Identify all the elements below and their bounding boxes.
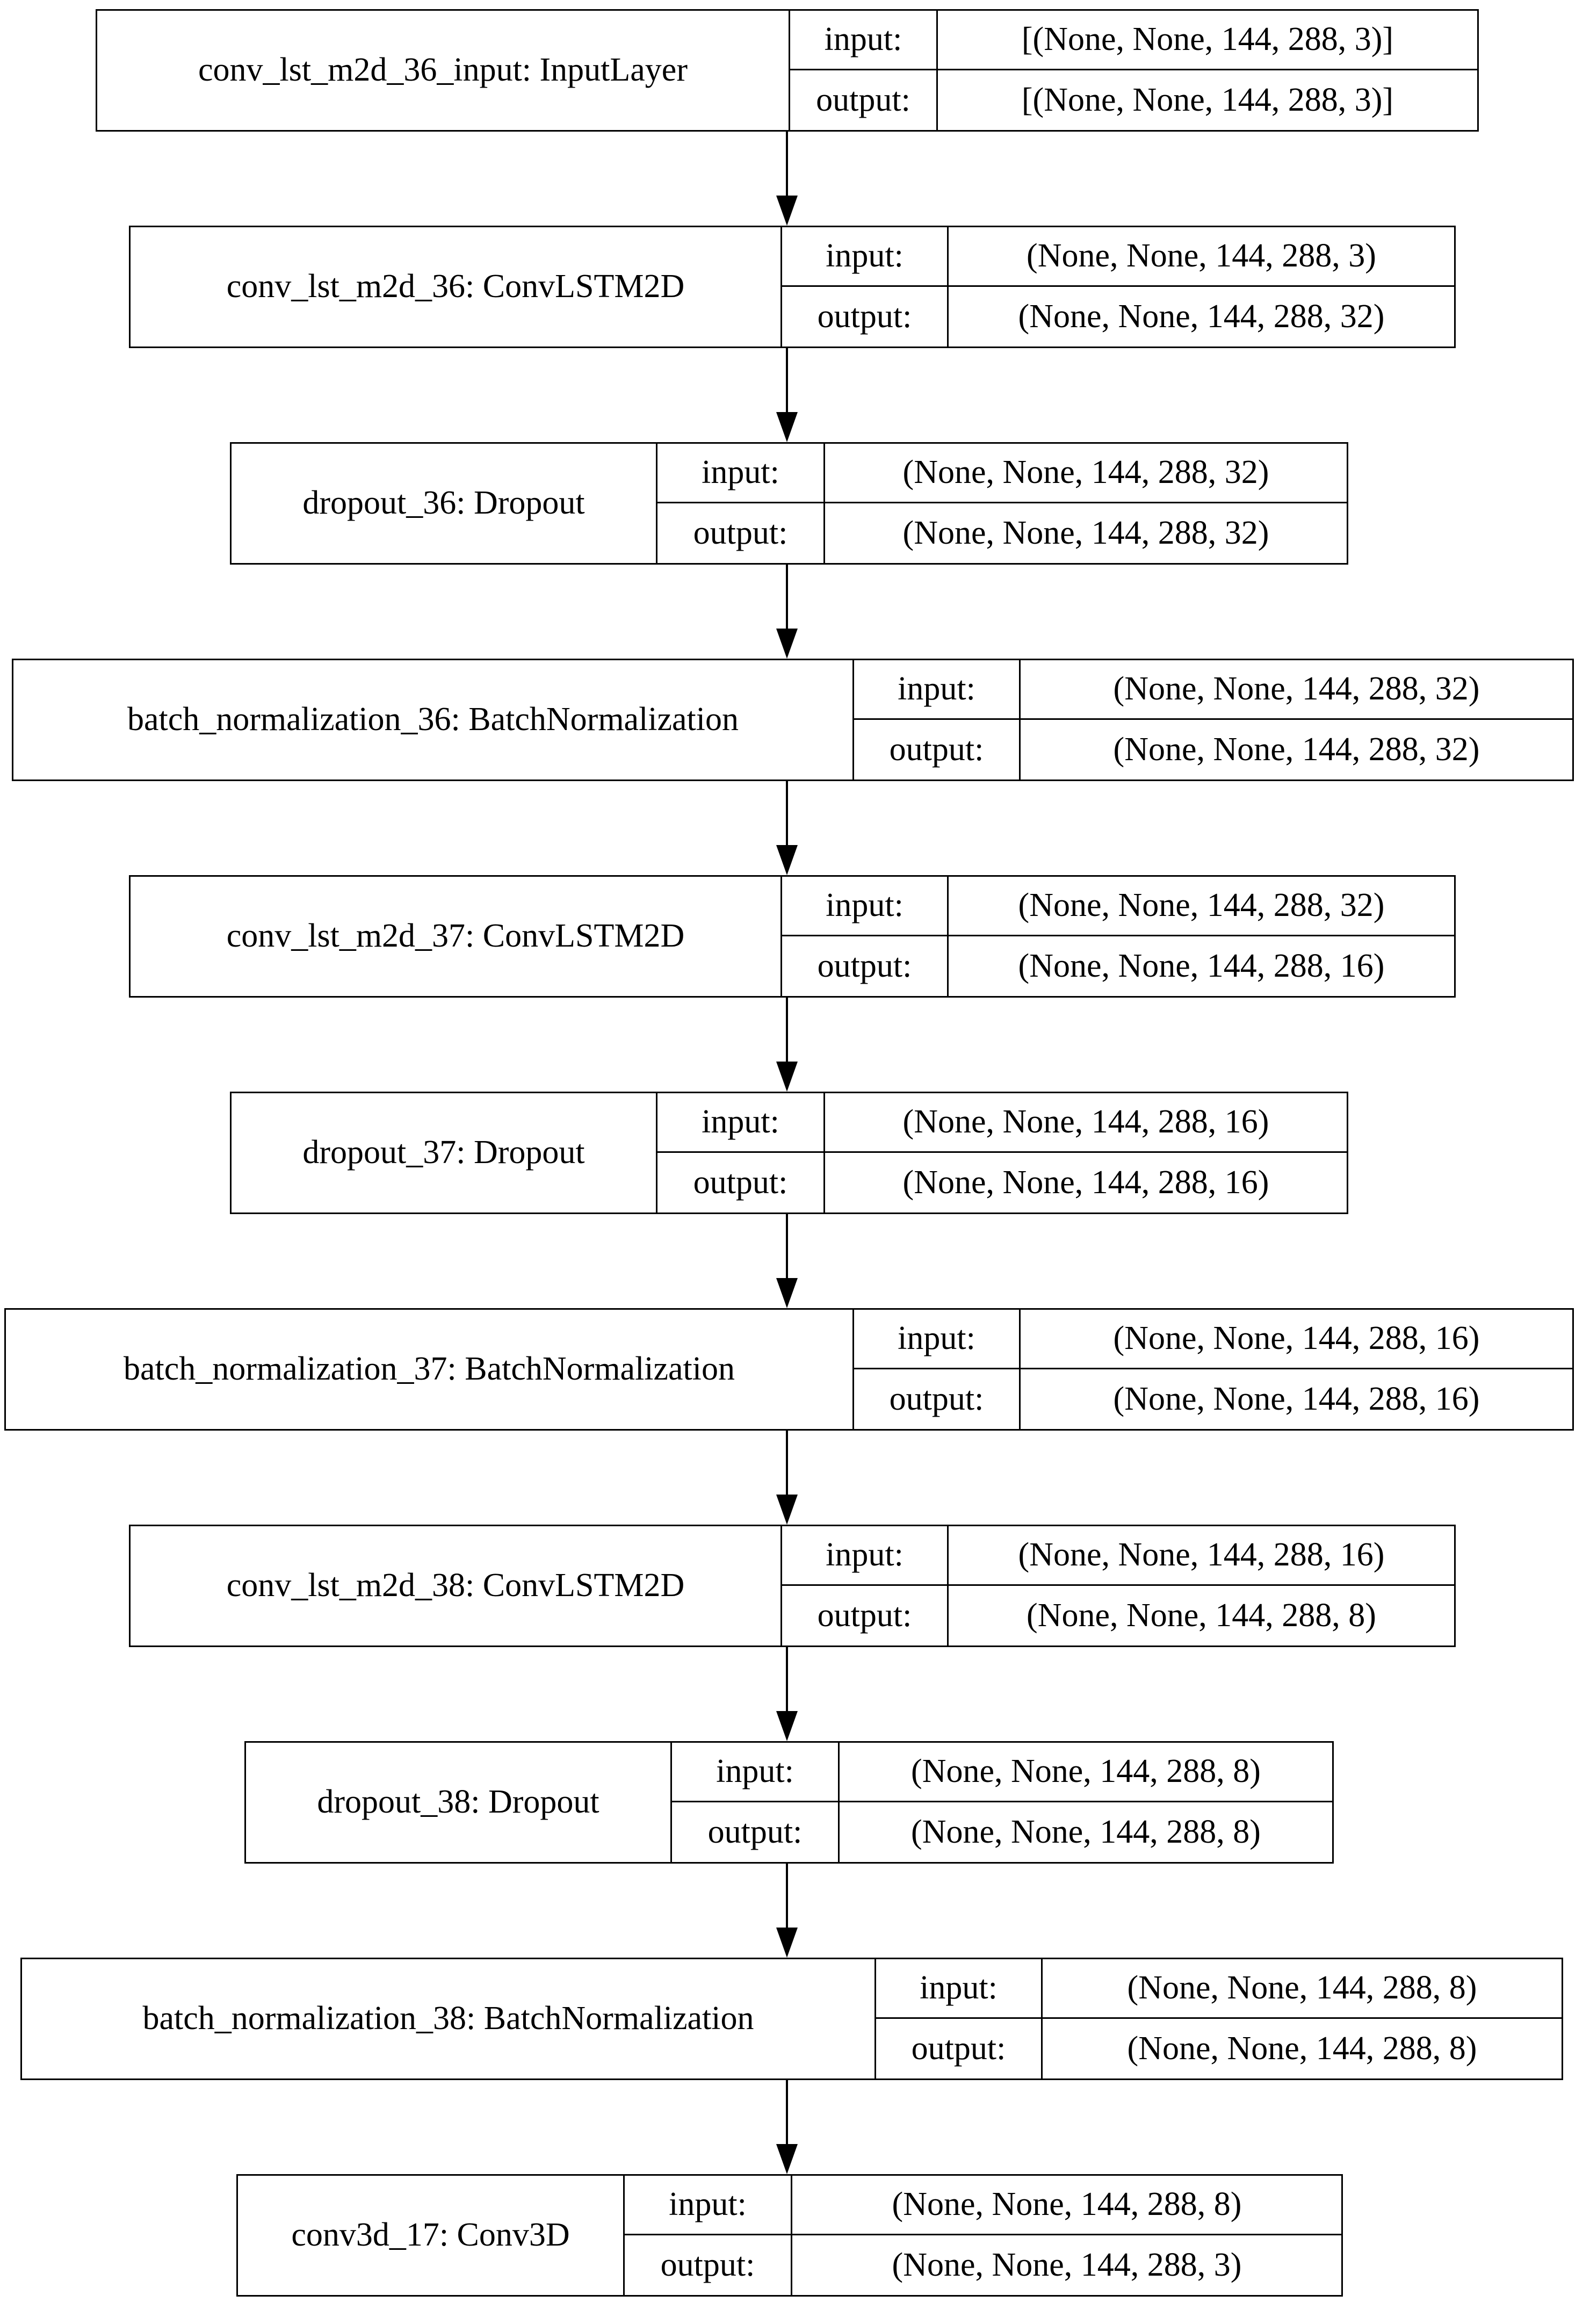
input-label: input: (782, 877, 949, 935)
layer-output-row: output: (None, None, 144, 288, 8) (672, 1802, 1332, 1862)
input-shape-value: [(None, None, 144, 288, 3)] (1021, 21, 1394, 58)
input-shape-value: (None, None, 144, 288, 16) (1018, 1536, 1385, 1574)
layer-output-row: output: (None, None, 144, 288, 8) (782, 1586, 1454, 1645)
output-shape-value: (None, None, 144, 288, 8) (1127, 2030, 1477, 2067)
layer-name-label: batch_normalization_38: BatchNormalizati… (22, 1959, 876, 2078)
layer-io-table: input: (None, None, 144, 288, 16) output… (854, 1310, 1572, 1429)
output-label: output: (782, 287, 949, 347)
layer-io-table: input: (None, None, 144, 288, 3) output:… (782, 227, 1454, 347)
layer-io-table: input: (None, None, 144, 288, 8) output:… (625, 2176, 1341, 2295)
input-shape-value: (None, None, 144, 288, 16) (902, 1103, 1269, 1141)
layer-node-batch-normalization-38[interactable]: batch_normalization_38: BatchNormalizati… (20, 1958, 1563, 2080)
output-label: output: (657, 1153, 825, 1212)
layer-io-table: input: (None, None, 144, 288, 8) output:… (672, 1743, 1332, 1862)
output-shape-value: (None, None, 144, 288, 8) (1027, 1597, 1376, 1634)
layer-io-table: input: (None, None, 144, 288, 32) output… (657, 444, 1347, 563)
layer-output-row: output: (None, None, 144, 288, 32) (782, 287, 1454, 347)
output-label: output: (790, 70, 938, 130)
output-shape-value: (None, None, 144, 288, 16) (902, 1164, 1269, 1201)
layer-io-table: input: (None, None, 144, 288, 16) output… (782, 1526, 1454, 1645)
output-label: output: (782, 1586, 949, 1645)
layer-node-dropout-36[interactable]: dropout_36: Dropout input: (None, None, … (230, 442, 1348, 565)
layer-input-row: input: [(None, None, 144, 288, 3)] (790, 11, 1477, 70)
output-label: output: (625, 2235, 792, 2295)
layer-name-label: batch_normalization_36: BatchNormalizati… (13, 660, 854, 780)
layer-output-row: output: (None, None, 144, 288, 16) (782, 936, 1454, 996)
layer-output-row: output: (None, None, 144, 288, 32) (854, 720, 1572, 780)
input-label: input: (657, 1093, 825, 1151)
input-shape-value: (None, None, 144, 288, 32) (902, 454, 1269, 491)
input-shape-value: (None, None, 144, 288, 8) (911, 1753, 1261, 1790)
output-label: output: (672, 1802, 840, 1862)
layer-input-row: input: (None, None, 144, 288, 16) (854, 1310, 1572, 1369)
layer-input-row: input: (None, None, 144, 288, 32) (782, 877, 1454, 936)
layer-io-table: input: (None, None, 144, 288, 8) output:… (876, 1959, 1562, 2078)
layer-name-label: conv_lst_m2d_38: ConvLSTM2D (131, 1526, 782, 1645)
output-label: output: (657, 503, 825, 563)
layer-input-row: input: (None, None, 144, 288, 3) (782, 227, 1454, 287)
layer-io-table: input: (None, None, 144, 288, 16) output… (657, 1093, 1347, 1212)
layer-output-row: output: (None, None, 144, 288, 8) (876, 2019, 1562, 2078)
input-label: input: (782, 227, 949, 285)
layer-output-row: output: (None, None, 144, 288, 32) (657, 503, 1347, 563)
output-shape-value: (None, None, 144, 288, 16) (1113, 1380, 1480, 1417)
output-label: output: (782, 936, 949, 996)
input-label: input: (782, 1526, 949, 1584)
output-shape-value: (None, None, 144, 288, 8) (911, 1813, 1261, 1850)
output-label: output: (854, 1369, 1021, 1429)
output-shape-value: [(None, None, 144, 288, 3)] (1021, 81, 1394, 118)
input-shape-value: (None, None, 144, 288, 32) (1018, 887, 1385, 924)
layer-output-row: output: [(None, None, 144, 288, 3)] (790, 70, 1477, 130)
input-label: input: (657, 444, 825, 502)
input-shape-value: (None, None, 144, 288, 3) (1027, 237, 1376, 275)
input-label: input: (854, 660, 1021, 718)
layer-input-row: input: (None, None, 144, 288, 16) (782, 1526, 1454, 1586)
layer-input-row: input: (None, None, 144, 288, 16) (657, 1093, 1347, 1153)
layer-node-conv3d-17[interactable]: conv3d_17: Conv3D input: (None, None, 14… (236, 2174, 1343, 2297)
layer-output-row: output: (None, None, 144, 288, 16) (854, 1369, 1572, 1429)
output-shape-value: (None, None, 144, 288, 32) (1113, 731, 1480, 768)
input-label: input: (625, 2176, 792, 2234)
input-shape-value: (None, None, 144, 288, 16) (1113, 1320, 1480, 1357)
output-shape-value: (None, None, 144, 288, 16) (1018, 947, 1385, 984)
layer-output-row: output: (None, None, 144, 288, 16) (657, 1153, 1347, 1212)
output-shape-value: (None, None, 144, 288, 32) (1018, 298, 1385, 335)
input-label: input: (854, 1310, 1021, 1368)
output-label: output: (854, 720, 1021, 780)
layer-node-batch-normalization-36[interactable]: batch_normalization_36: BatchNormalizati… (12, 659, 1574, 781)
input-label: input: (672, 1743, 840, 1801)
input-label: input: (790, 11, 938, 69)
layer-input-row: input: (None, None, 144, 288, 8) (625, 2176, 1341, 2235)
output-shape-value: (None, None, 144, 288, 32) (902, 514, 1269, 551)
input-shape-value: (None, None, 144, 288, 32) (1113, 670, 1480, 708)
layer-node-conv-lst-m2d-36-input[interactable]: conv_lst_m2d_36_input: InputLayer input:… (96, 9, 1479, 132)
layer-name-label: conv_lst_m2d_37: ConvLSTM2D (131, 877, 782, 996)
input-shape-value: (None, None, 144, 288, 8) (1127, 1969, 1477, 2007)
output-label: output: (876, 2019, 1043, 2078)
layer-name-label: batch_normalization_37: BatchNormalizati… (6, 1310, 854, 1429)
layer-input-row: input: (None, None, 144, 288, 8) (876, 1959, 1562, 2019)
layer-io-table: input: (None, None, 144, 288, 32) output… (854, 660, 1572, 780)
layer-node-batch-normalization-37[interactable]: batch_normalization_37: BatchNormalizati… (4, 1308, 1574, 1431)
input-label: input: (876, 1959, 1043, 2017)
input-shape-value: (None, None, 144, 288, 8) (892, 2186, 1242, 2223)
layer-node-dropout-37[interactable]: dropout_37: Dropout input: (None, None, … (230, 1092, 1348, 1214)
layer-name-label: conv_lst_m2d_36_input: InputLayer (97, 11, 790, 130)
layer-node-conv-lst-m2d-38[interactable]: conv_lst_m2d_38: ConvLSTM2D input: (None… (129, 1525, 1456, 1647)
layer-io-table: input: [(None, None, 144, 288, 3)] outpu… (790, 11, 1477, 130)
layer-input-row: input: (None, None, 144, 288, 8) (672, 1743, 1332, 1802)
layer-name-label: dropout_38: Dropout (246, 1743, 672, 1862)
layer-name-label: dropout_36: Dropout (232, 444, 657, 563)
layer-node-conv-lst-m2d-37[interactable]: conv_lst_m2d_37: ConvLSTM2D input: (None… (129, 875, 1456, 998)
layer-node-dropout-38[interactable]: dropout_38: Dropout input: (None, None, … (244, 1741, 1334, 1864)
layer-node-conv-lst-m2d-36[interactable]: conv_lst_m2d_36: ConvLSTM2D input: (None… (129, 226, 1456, 348)
layer-input-row: input: (None, None, 144, 288, 32) (854, 660, 1572, 720)
layer-input-row: input: (None, None, 144, 288, 32) (657, 444, 1347, 503)
layer-name-label: conv_lst_m2d_36: ConvLSTM2D (131, 227, 782, 347)
layer-name-label: dropout_37: Dropout (232, 1093, 657, 1212)
layer-io-table: input: (None, None, 144, 288, 32) output… (782, 877, 1454, 996)
layer-output-row: output: (None, None, 144, 288, 3) (625, 2235, 1341, 2295)
output-shape-value: (None, None, 144, 288, 3) (892, 2246, 1242, 2283)
layer-name-label: conv3d_17: Conv3D (238, 2176, 625, 2295)
